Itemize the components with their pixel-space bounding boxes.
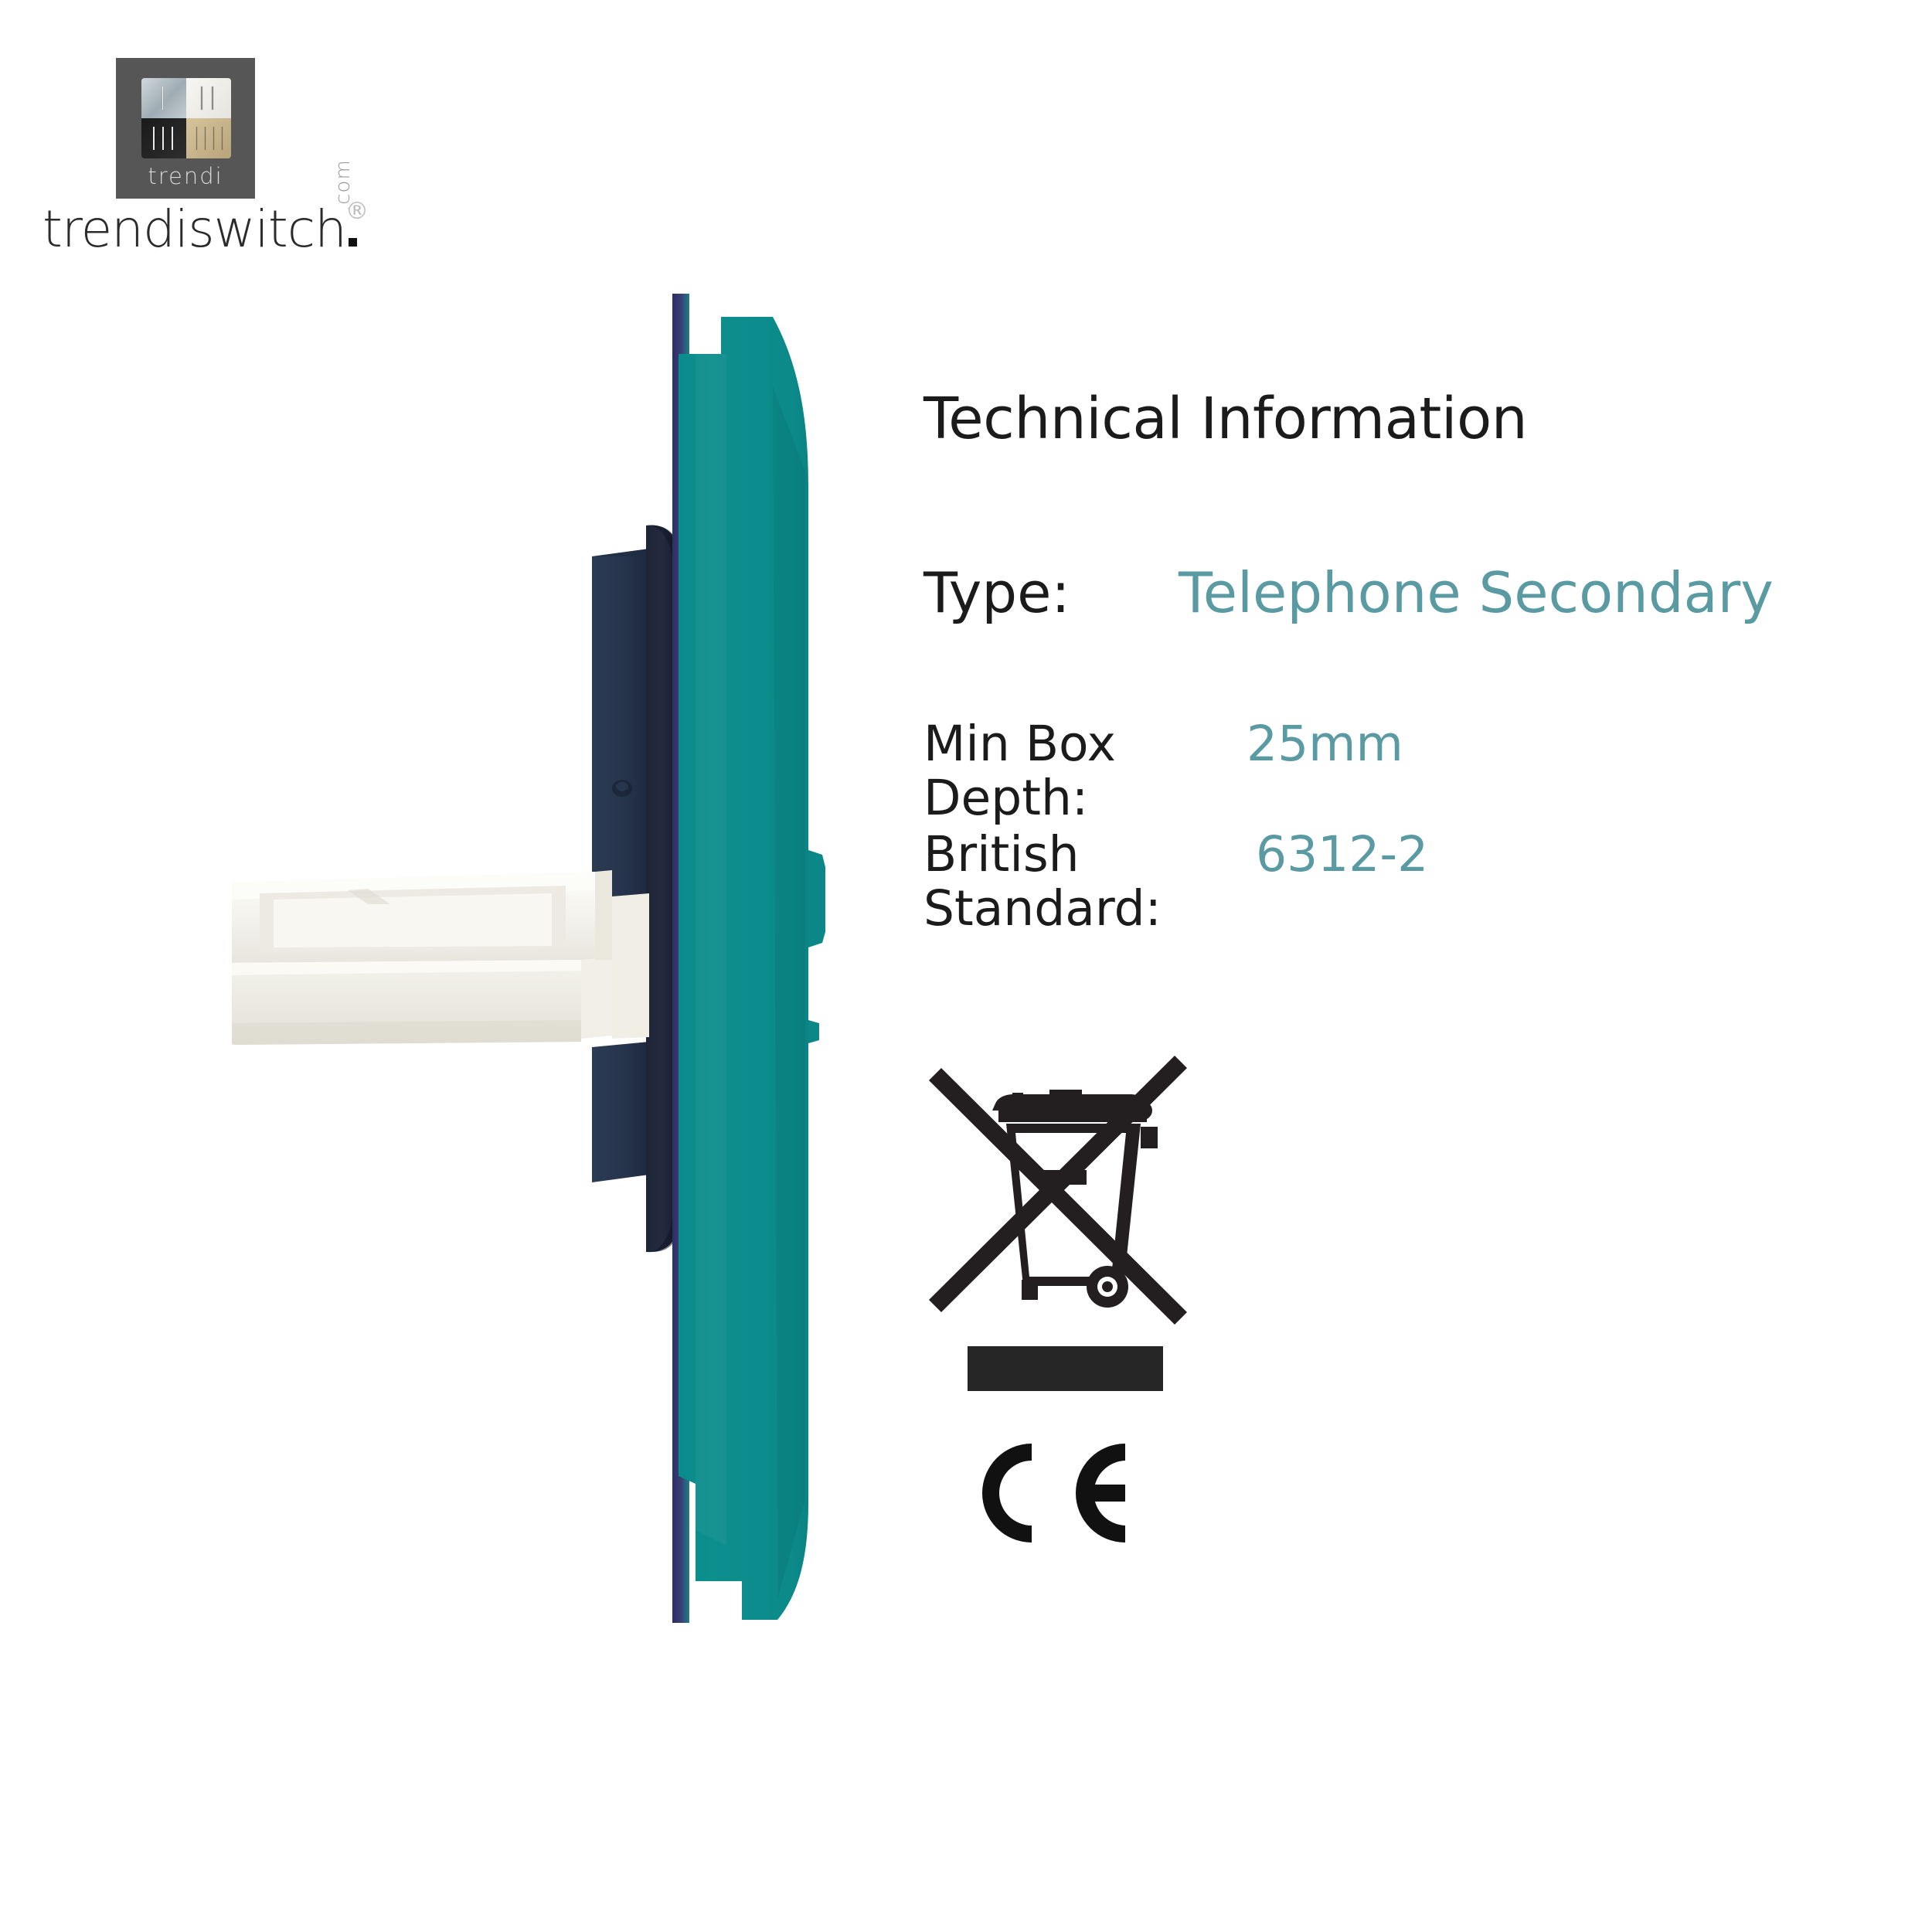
switch-swatch-grid [141,78,231,158]
brand-wordmark: trendiswitch [43,199,357,261]
spec-label-british-standard: British Standard: [923,825,1162,937]
logo-tile-word: trendi [148,163,223,189]
spec-label-min-box-depth: Min Box Depth: [923,715,1116,827]
certification-marks [920,1020,1244,1547]
back-box-lower [592,1042,655,1182]
spec-panel-title: Technical Information [923,386,1528,452]
telephone-connector-module [232,870,649,1045]
faceplate [672,294,825,1623]
weee-black-bar [968,1346,1163,1391]
spec-label-type: Type: [923,560,1070,625]
spec-row-british-standard: British Standard: 6312-2 [923,825,1928,937]
back-box-upper [592,549,655,974]
brand-logo: trendi trendiswitch .com ® [43,46,406,278]
swatch-black-icon [141,118,186,158]
brand-dot-icon [348,238,357,247]
spec-value-min-box-depth: 25mm [1247,715,1403,772]
registered-trademark-icon: ® [345,198,369,225]
trendi-logo-tile: trendi [116,58,255,199]
brand-wordmark-text: trendiswitch [43,199,347,259]
swatch-chrome-icon [141,78,186,118]
spec-value-type: Telephone Secondary [1179,560,1774,625]
spec-row-min-box-depth: Min Box Depth: 25mm [923,715,1928,827]
product-image-side-view [232,294,927,1685]
spec-row-type: Type: Telephone Secondary [923,562,1928,624]
spec-value-british-standard: 6312-2 [1256,825,1429,883]
swatch-gold-icon [186,118,231,158]
swatch-white-icon [186,78,231,118]
telephone-socket-illustration [232,294,825,1623]
weee-crossed-bin-icon [929,1056,1187,1325]
technical-information-panel: Technical Information Type: Telephone Se… [923,390,1928,937]
spec-rows-group: Min Box Depth: 25mm British Standard: 63… [923,715,1928,937]
ce-mark-icon [982,1444,1125,1543]
